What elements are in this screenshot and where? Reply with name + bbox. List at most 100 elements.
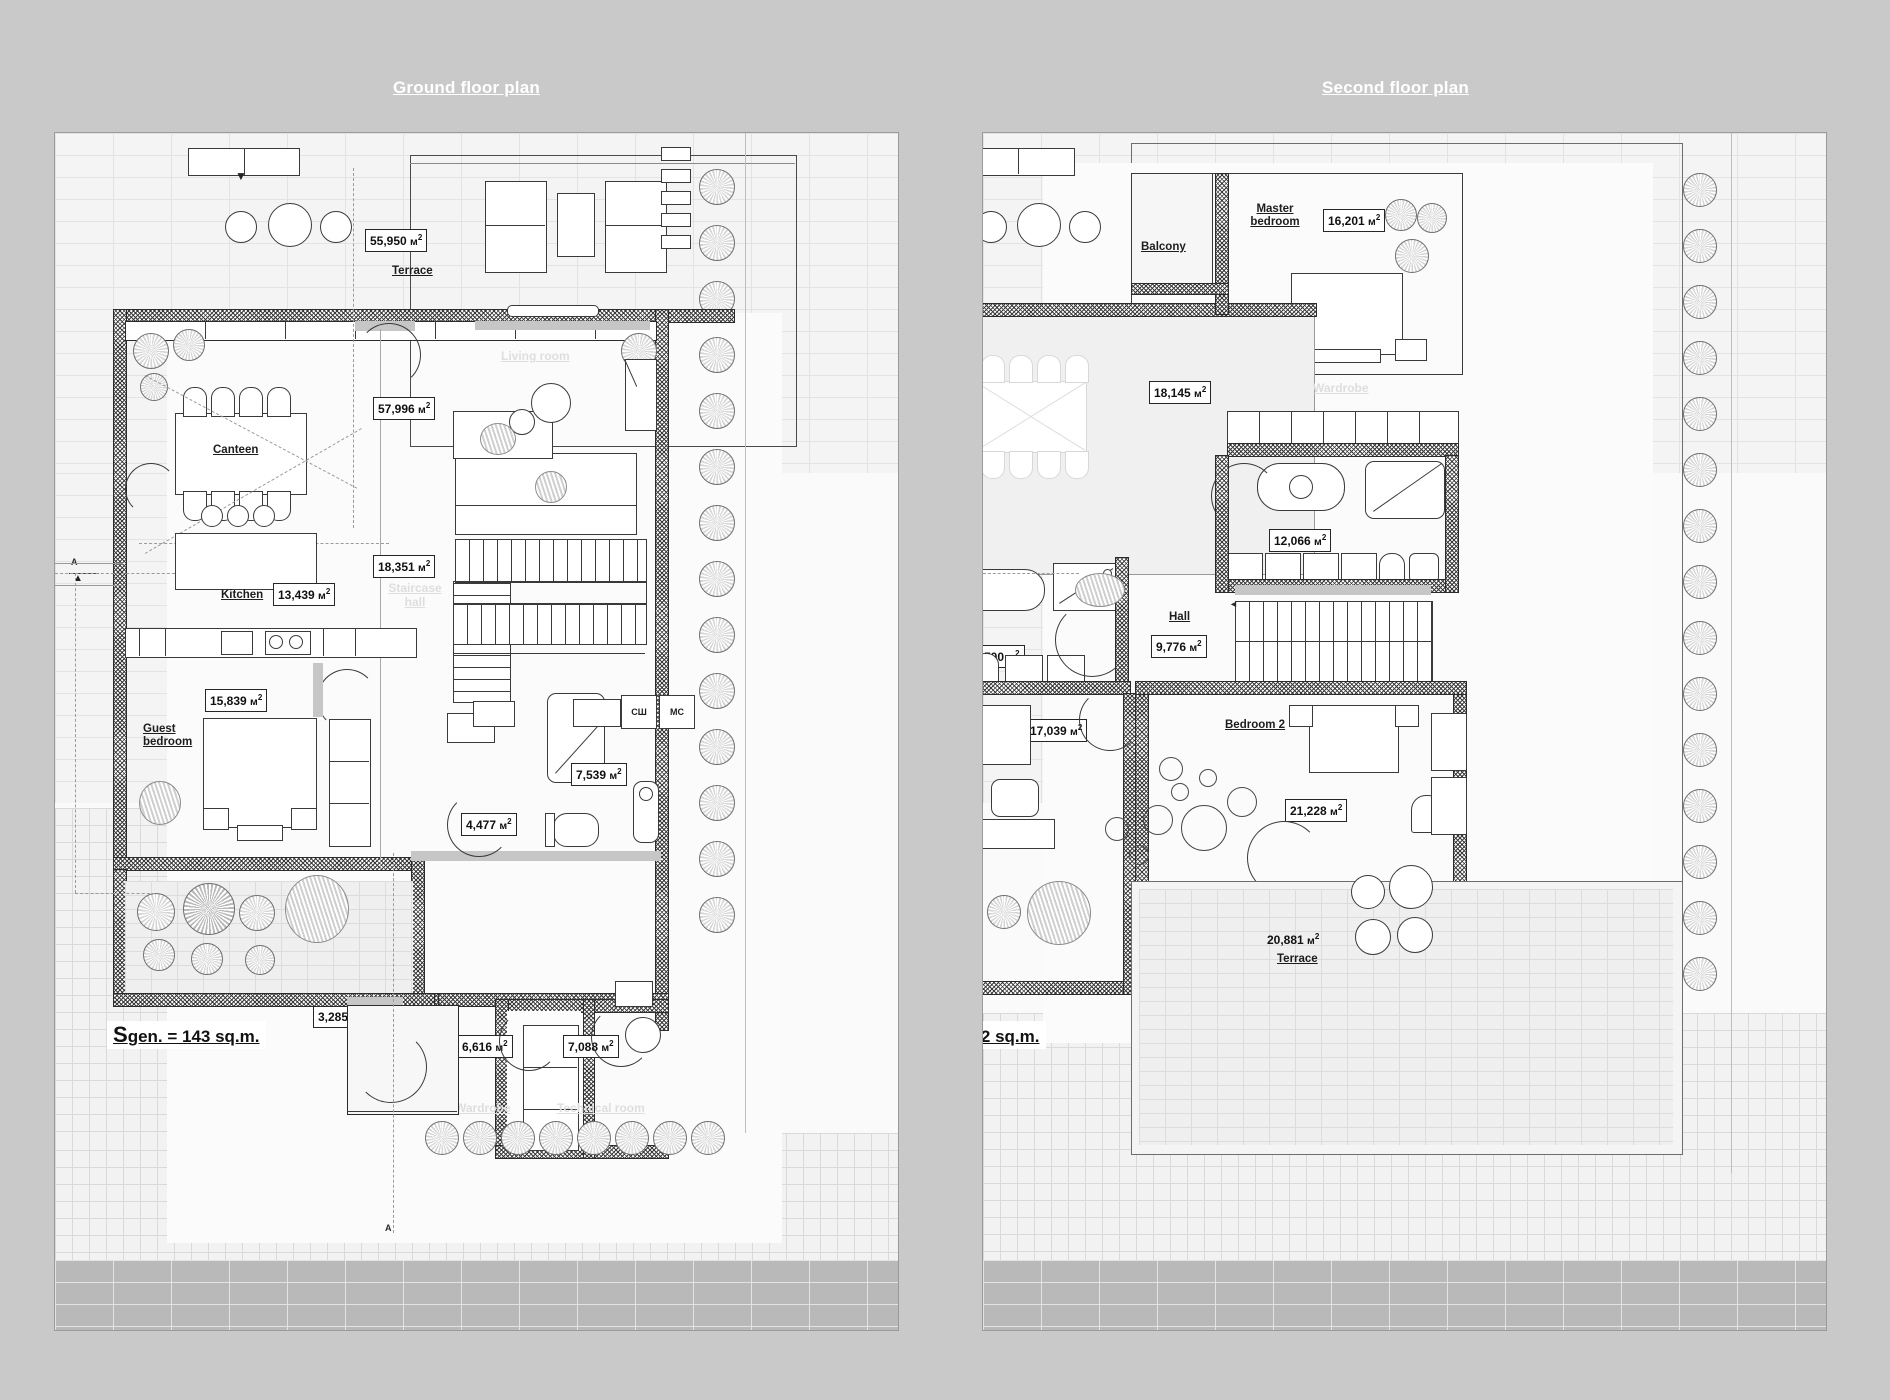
wc-vanity-1	[1005, 655, 1043, 683]
wall-west-lower	[113, 869, 127, 1007]
entry-threshold[interactable]	[347, 997, 403, 1007]
canteen-label: Canteen	[213, 444, 259, 456]
ground-floor-title: Ground floor plan	[393, 78, 540, 97]
vanity-1	[473, 701, 515, 727]
master-bench	[1313, 349, 1381, 363]
hob-burner-1	[269, 635, 283, 649]
garden-tree-1	[183, 883, 235, 935]
plant-doodle-1	[480, 423, 516, 455]
wardrobe-door-swing[interactable]	[499, 1011, 559, 1071]
living-sofa-back	[455, 505, 637, 535]
pergola-slat-4	[661, 213, 691, 227]
appliance-tag-ms: МС	[659, 695, 695, 729]
bathroom-door-swing[interactable]	[447, 793, 511, 857]
ground-bottom-band	[55, 1260, 898, 1330]
toilet-1	[553, 813, 599, 847]
staircase-area: 18,351 м2	[373, 555, 436, 578]
ground-floor-sheet: ▼ 55,950 м2 Terrace	[54, 132, 899, 1331]
bath-cab-1	[1227, 553, 1263, 581]
kitchen-island	[175, 533, 317, 590]
technical-door-swing[interactable]	[591, 1007, 651, 1067]
bedroom2-label: Bedroom 2	[1225, 719, 1286, 731]
garden-grass-1	[285, 875, 349, 943]
kitchen-label: Kitchen	[221, 589, 264, 601]
guest-door-leaf[interactable]	[313, 663, 323, 717]
kitchen-sink	[221, 631, 253, 655]
appliance-tag-cw: СШ	[621, 695, 657, 729]
wall-grey-segment	[411, 851, 661, 861]
second-wall-wardrobe-bottom	[1227, 443, 1459, 457]
terrace-area-ground: 55,950 м2	[365, 229, 428, 252]
west-door-swing[interactable]	[125, 463, 177, 515]
guest-door-swing[interactable]	[317, 669, 377, 729]
island-stool-1	[201, 505, 223, 527]
terrace-sofa-left	[485, 181, 547, 273]
guest-plant	[139, 781, 181, 825]
wc-door-swing[interactable]	[1055, 603, 1129, 677]
second-shrub-1	[1385, 199, 1417, 231]
hob-burner-2	[289, 635, 303, 649]
guest-bedroom-label: Guest bedroom	[143, 723, 193, 748]
bedroom2-nightstand-l	[1289, 705, 1313, 727]
wardrobe-faded-label-second: Wardrobe	[1313, 381, 1369, 395]
bedroom2-wardrobe-2	[1431, 777, 1467, 835]
bedroom2-nightstand-r	[1395, 705, 1419, 727]
bath-cab-2	[1265, 553, 1301, 581]
stair-landing	[453, 581, 647, 605]
balcony-label: Balcony	[1141, 241, 1186, 253]
canteen-area: 57,996 м2	[373, 397, 436, 420]
garden-shrub-2	[239, 895, 275, 931]
kitchen-area: 13,439 м2	[273, 583, 336, 606]
planter-shrub-2	[173, 329, 205, 361]
bedroom1-pot-doodle	[991, 779, 1039, 817]
planter-shrub-1	[133, 333, 169, 369]
entrance-door-swing[interactable]	[355, 1031, 427, 1103]
second-floor-title: Second floor plan	[1322, 78, 1469, 97]
terrace-area-second: 20,881 м2	[1267, 932, 1320, 947]
bedroom2-area: 21,228 м2	[1285, 799, 1348, 822]
section-mark-a-left: A	[71, 557, 78, 567]
terrace-coffee-table	[557, 193, 595, 257]
patio-chair-1	[225, 211, 257, 243]
north-glazing-band	[475, 321, 650, 330]
bedroom1-area: 17,039 м2	[1025, 719, 1088, 742]
master-bedroom-label: Master bedroom	[1250, 203, 1300, 228]
guest-wardrobe	[329, 719, 371, 847]
garden-shrub-1	[137, 893, 175, 931]
north-door-swing[interactable]	[357, 323, 421, 387]
guest-bed-pillow-l	[203, 808, 229, 830]
second-patio-table	[1017, 203, 1061, 247]
balcony-room	[1131, 173, 1213, 285]
second-wall-bed1-bottom	[983, 981, 1137, 995]
garden-shrub-5	[245, 945, 275, 975]
second-wall-master-left	[1215, 173, 1229, 315]
living-console	[507, 305, 599, 317]
second-wall-bed2-top	[1135, 681, 1467, 695]
wall-south-left	[113, 857, 425, 871]
living-room-faded-label: Living room	[501, 349, 570, 363]
toilet-cistern-1	[545, 813, 555, 847]
pergola-slat-5	[661, 235, 691, 249]
terrace-outline	[410, 155, 797, 447]
bedroom1-desk	[983, 819, 1055, 849]
staircase-faded-label: Staircase hall	[388, 581, 442, 609]
bedroom2-door-swing[interactable]	[1247, 821, 1321, 895]
second-wall-north	[983, 303, 1317, 317]
section-line-horizontal-lower	[75, 893, 155, 894]
wardrobe-faded-label-ground: Wardrobe	[455, 1101, 511, 1115]
bedroom1-door-swing[interactable]	[1079, 689, 1141, 751]
section-line-vertical	[393, 853, 394, 1233]
second-shrub-2	[1417, 203, 1447, 233]
laundry-area: 7,539 м2	[571, 763, 627, 786]
second-wall-bath-right	[1445, 455, 1459, 593]
site-boundary-right	[745, 133, 746, 1133]
hall-pet-doodle	[1075, 573, 1125, 607]
guide-dash-3	[353, 168, 354, 528]
terrace-table-2	[1389, 865, 1433, 909]
guest-bed-bench	[237, 825, 283, 841]
second-garden-grass	[1027, 881, 1091, 945]
wardrobe-area-second: 18,145 м2	[1149, 381, 1212, 404]
second-patio-chair-2	[1069, 211, 1101, 243]
bathroom-door-second[interactable]	[1211, 463, 1277, 529]
bedroom2-wardrobe-1	[1431, 713, 1467, 771]
